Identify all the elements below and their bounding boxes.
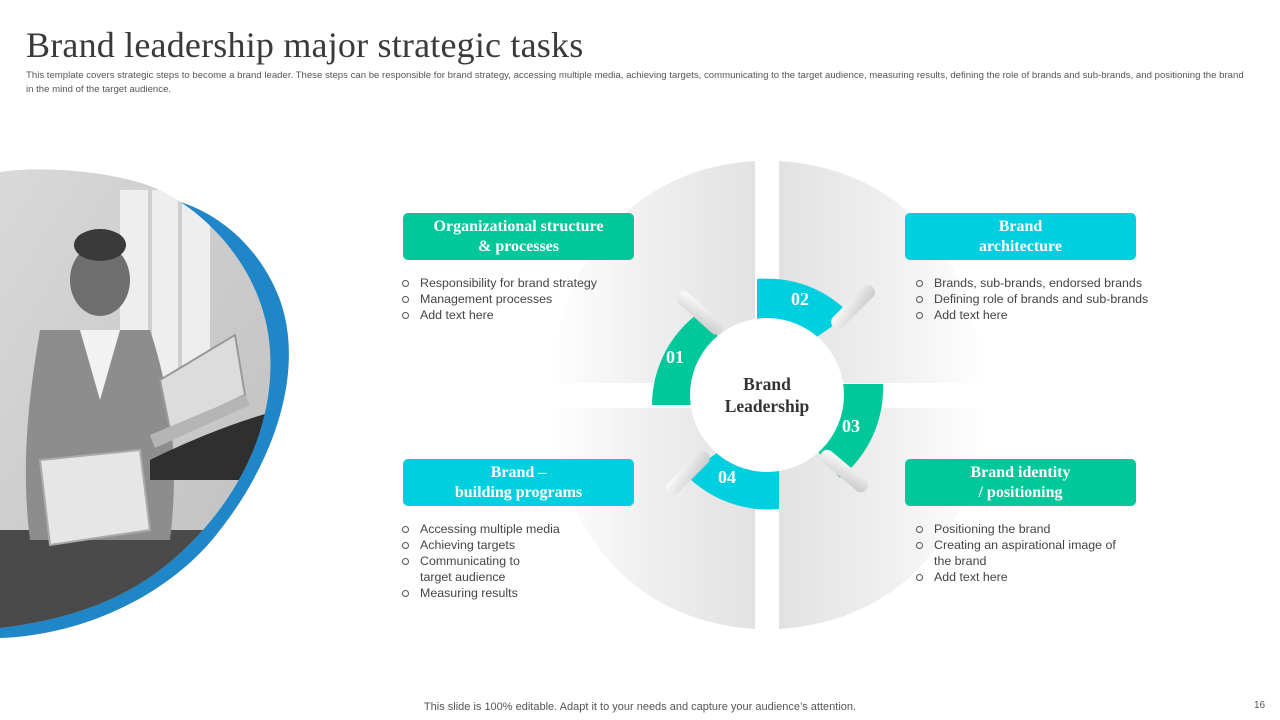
page-subtitle: This template covers strategic steps to … <box>26 70 1244 95</box>
organizational-structure-heading: Organizational structure & processes <box>403 213 634 260</box>
page-number: 16 <box>1254 700 1266 711</box>
ring-center-disc <box>690 318 844 472</box>
ring-knob-top-left <box>676 291 724 335</box>
ring-knob-bottom-right <box>820 449 868 493</box>
bullet-item: Achieving targets <box>401 537 560 553</box>
segment-number-03: 03 <box>842 416 860 436</box>
brand-building-programs-heading: Brand – building programs <box>403 459 634 506</box>
bullet-item: Positioning the brand <box>915 521 1116 537</box>
bullet-item: Add text here <box>401 307 597 323</box>
bullet-item-continued: the brand <box>934 554 987 568</box>
ring-knob-top-right <box>831 285 875 329</box>
bullet-item: Measuring results <box>401 585 560 601</box>
center-label: Brand Leadership <box>724 374 810 416</box>
bullet-item-continued: target audience <box>420 570 506 584</box>
bullet-item: Accessing multiple media <box>401 521 560 537</box>
bullet-item: Creating an aspirational image of <box>915 537 1116 553</box>
brand-architecture-bullets: Brands, sub-brands, endorsed brands Defi… <box>915 275 1148 323</box>
segment-number-02: 02 <box>791 289 809 309</box>
footer-note: This slide is 100% editable. Adapt it to… <box>423 701 857 713</box>
bullet-item: Defining role of brands and sub-brands <box>915 291 1148 307</box>
quadrant-top-right <box>779 161 985 383</box>
bullet-item: Add text here <box>915 569 1116 585</box>
bullet-item: Communicating to <box>401 553 560 569</box>
page-title: Brand leadership major strategic tasks <box>26 25 584 65</box>
brand-identity-bullets: Positioning the brand Creating an aspira… <box>915 521 1116 585</box>
brand-architecture-heading: Brand architecture <box>905 213 1136 260</box>
brand-identity-heading: Brand identity / positioning <box>905 459 1136 506</box>
bullet-item: Management processes <box>401 291 597 307</box>
brand-building-programs-bullets: Accessing multiple media Achieving targe… <box>401 521 560 601</box>
segment-number-01: 01 <box>666 347 684 367</box>
bullet-item: Brands, sub-brands, endorsed brands <box>915 275 1148 291</box>
bullet-item: Responsibility for brand strategy <box>401 275 597 291</box>
business-woman-photo <box>0 169 289 638</box>
bullet-item: Add text here <box>915 307 1148 323</box>
blue-blob-shape <box>0 194 289 638</box>
ring-knob-bottom-left <box>666 451 710 495</box>
segment-number-04: 04 <box>718 467 736 487</box>
organizational-structure-bullets: Responsibility for brand strategy Manage… <box>401 275 597 323</box>
